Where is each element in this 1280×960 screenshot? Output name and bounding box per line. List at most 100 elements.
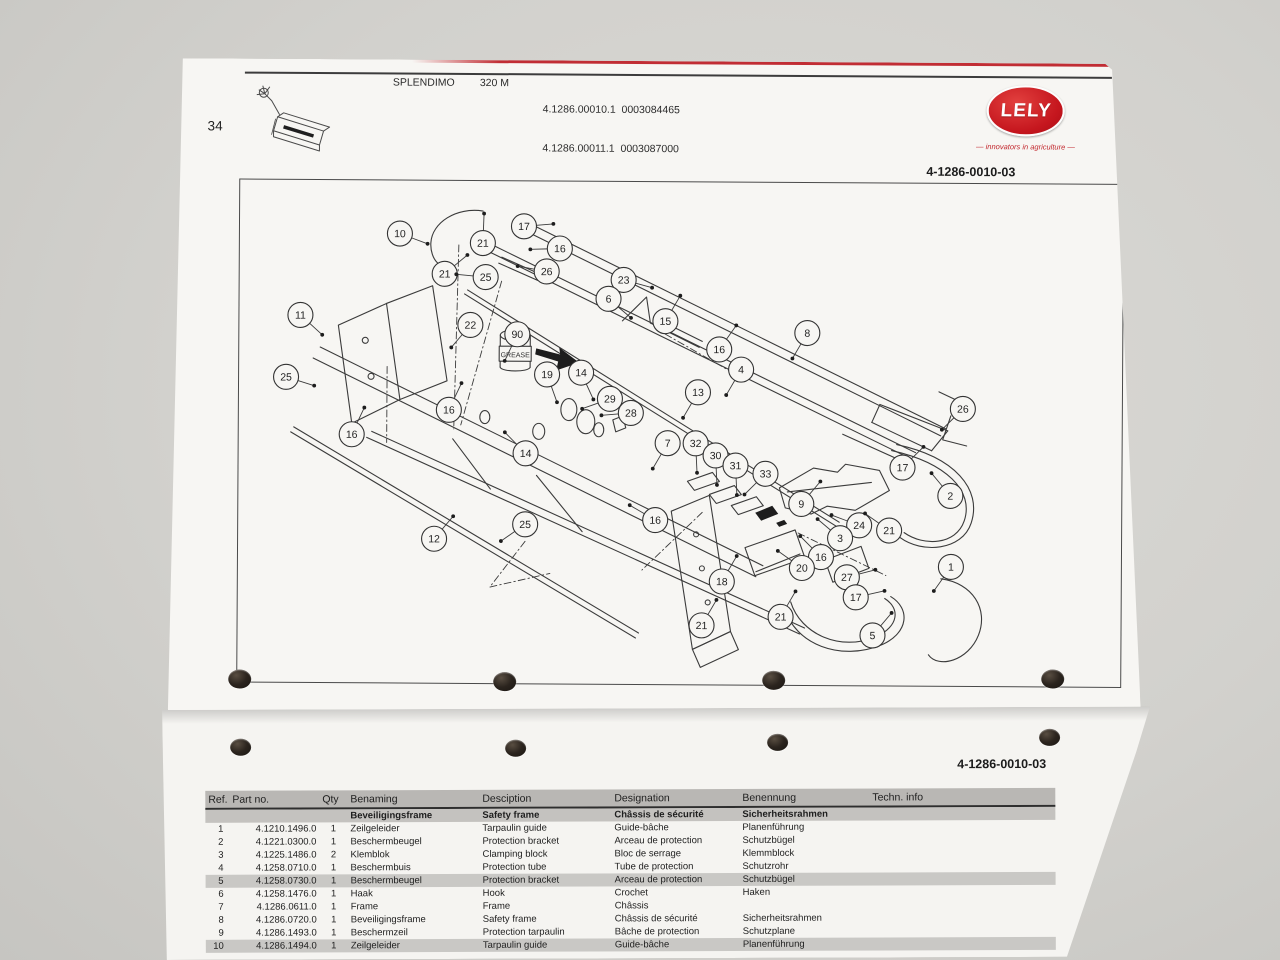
- callout-3: 3: [816, 517, 853, 551]
- callout-16: 16: [436, 381, 463, 422]
- table-cell: Frame: [482, 900, 511, 912]
- column-header: Benennung: [742, 791, 797, 804]
- binder-hole: [767, 734, 788, 751]
- svg-text:25: 25: [519, 519, 531, 531]
- callout-14: 14: [503, 430, 538, 465]
- callout-1: 1: [932, 554, 964, 593]
- svg-text:21: 21: [883, 525, 895, 537]
- callout-30: 30: [703, 443, 728, 487]
- callout-7: 7: [651, 431, 680, 471]
- table-cell: Protection bracket: [482, 835, 560, 847]
- column-header: Benaming: [350, 792, 398, 805]
- callout-12: 12: [421, 514, 455, 551]
- table-cell: Clamping block: [482, 848, 548, 860]
- table-cell: 9: [218, 927, 224, 939]
- table-cell: Zeilgeleider: [350, 940, 400, 952]
- table-cell: Beschermbeugel: [350, 836, 422, 848]
- svg-text:27: 27: [841, 572, 853, 584]
- table-cell: Beveiligingsframe: [350, 810, 433, 822]
- table-cell: Protection tube: [482, 861, 547, 873]
- table-cell: Bloc de serrage: [614, 848, 682, 860]
- table-cell: [870, 943, 1056, 944]
- binder-hole: [1041, 669, 1064, 688]
- svg-text:1: 1: [948, 562, 954, 574]
- page-number: 34: [207, 118, 223, 134]
- callout-17: 17: [890, 445, 925, 480]
- brand-name: LELY: [999, 99, 1052, 122]
- table-cell: 10: [213, 940, 224, 952]
- table-cell: 4: [218, 862, 224, 874]
- callout-2: 2: [929, 471, 963, 508]
- svg-text:13: 13: [692, 387, 704, 399]
- callout-19: 19: [534, 362, 559, 404]
- callout-26: 26: [516, 259, 560, 284]
- table-cell: Tarpaulin guide: [482, 822, 547, 834]
- table-cell: 1: [330, 836, 337, 848]
- svg-text:14: 14: [575, 367, 587, 379]
- binder-hole: [228, 669, 251, 688]
- svg-text:4: 4: [738, 364, 744, 376]
- serial-code-line2: 4.1286.00011.1 0003087000: [542, 142, 679, 156]
- table-cell: Sicherheitsrahmen: [742, 808, 828, 820]
- brand-tagline: — innovators in agriculture —: [976, 142, 1075, 152]
- table-cell: 4.1258.1476.0: [255, 888, 317, 900]
- serial-code-line1: 4.1286.00010.1 0003084465: [542, 103, 680, 117]
- table-cell: 1: [330, 875, 337, 887]
- table-cell: [869, 839, 1055, 840]
- svg-text:16: 16: [554, 243, 566, 255]
- table-cell: Beschermbuis: [350, 862, 411, 874]
- table-cell: 3: [218, 849, 224, 861]
- binder-hole: [493, 672, 516, 691]
- table-cell: [869, 813, 1055, 814]
- table-cell: 5: [218, 875, 224, 887]
- table-cell: Beveiligingsframe: [350, 914, 426, 926]
- svg-text:33: 33: [760, 468, 772, 480]
- callout-16: 16: [628, 503, 668, 532]
- callout-32: 32: [683, 431, 708, 475]
- table-cell: Schutzrohr: [742, 860, 789, 872]
- table-cell: [870, 917, 1056, 918]
- table-cell: 2: [218, 836, 224, 848]
- drawing-number: 4-1286-0010-03: [926, 164, 1016, 180]
- callout-20: 20: [776, 549, 815, 581]
- binder-hole: [762, 671, 785, 690]
- callout-25: 25: [499, 512, 538, 544]
- serial-codes: 4.1286.00010.1 0003084465 4.1286.00011.1…: [542, 77, 680, 182]
- callout-8: 8: [791, 320, 820, 360]
- drawing-number: 4-1286-0010-03: [957, 756, 1047, 772]
- table-cell: Châssis: [614, 900, 649, 912]
- callout-21: 21: [432, 253, 469, 287]
- svg-text:31: 31: [730, 460, 742, 472]
- svg-text:26: 26: [541, 266, 553, 278]
- table-cell: 1: [331, 914, 337, 926]
- svg-text:12: 12: [428, 533, 440, 545]
- table-cell: 4.1286.1494.0: [256, 940, 317, 952]
- column-header: Techn. info: [872, 790, 924, 804]
- svg-text:10: 10: [394, 228, 406, 240]
- table-cell: Schutzbügel: [742, 873, 795, 885]
- table-cell: Safety frame: [482, 913, 537, 925]
- table-cell: Guide-bâche: [614, 939, 670, 951]
- callout-25: 25: [454, 264, 498, 289]
- table-cell: Arceau de protection: [614, 874, 703, 886]
- table-cell: Schutzbügel: [742, 834, 795, 846]
- svg-text:18: 18: [716, 576, 728, 588]
- column-header: Desciption: [482, 792, 532, 805]
- table-cell: Schutzplane: [742, 925, 796, 937]
- table-cell: Bâche de protection: [614, 926, 700, 938]
- callout-5: 5: [860, 611, 894, 648]
- svg-text:25: 25: [280, 372, 292, 384]
- callout-29: 29: [580, 386, 622, 411]
- lely-oval-badge: LELY: [987, 85, 1065, 136]
- table-cell: Beschermzeil: [350, 927, 408, 939]
- model-variant: 320 M: [479, 77, 510, 90]
- svg-text:11: 11: [295, 310, 306, 322]
- callout-24: 24: [829, 513, 871, 538]
- svg-text:9: 9: [798, 499, 804, 511]
- table-cell: Crochet: [614, 887, 648, 899]
